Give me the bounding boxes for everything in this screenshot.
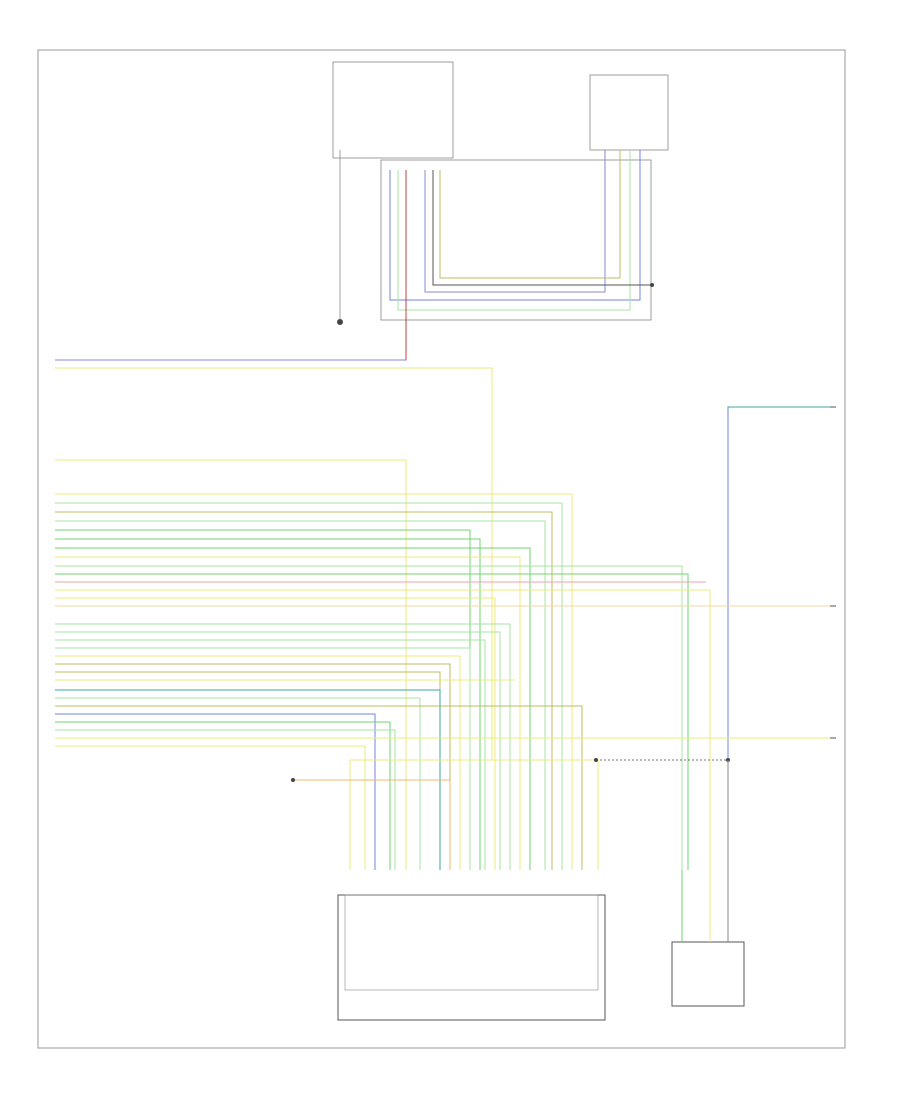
diagram-border <box>37 49 846 1049</box>
pressure-sensor <box>671 941 745 1007</box>
ground-bottom <box>594 758 730 762</box>
right-connector <box>589 74 669 151</box>
top-harness-wires <box>55 150 654 361</box>
sensor-lead <box>291 778 451 870</box>
main-harness <box>55 493 830 870</box>
wire-yellow-460 <box>55 459 407 870</box>
tcm-module <box>337 894 606 1021</box>
top-connector <box>332 61 652 321</box>
ground-top <box>337 150 343 325</box>
wire-yellow-top <box>55 367 493 760</box>
right-terminals <box>830 406 836 739</box>
wire-teal-right <box>727 406 830 760</box>
